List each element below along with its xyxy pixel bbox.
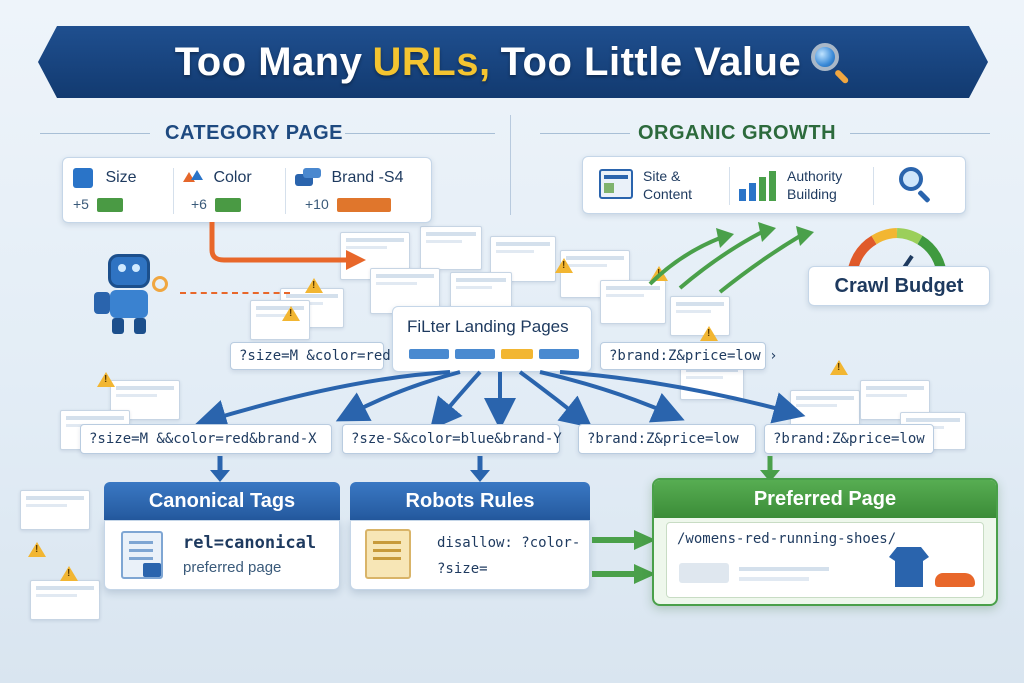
filter-chip [455,349,495,359]
preview-block [679,563,729,583]
divider [40,133,150,134]
filter-size-label: Size [105,169,137,186]
filter-brand-label: Brand -S4 [331,169,404,186]
title-part1: Too Many [174,39,363,84]
crawl-budget-badge: Crawl Budget [808,266,990,306]
robots-panel: disallow: ?color- ?size= [350,520,590,590]
flow-arrow [209,222,366,270]
filter-badge [97,197,124,212]
filter-brand-count: +10 [305,196,329,212]
canonical-panel: rel=canonical preferred page [104,520,340,590]
filter-chip [539,349,579,359]
filter-size-count: +5 [73,196,89,212]
page-thumbnail [30,580,100,620]
filter-brand[interactable]: Brand -S4 +10 [295,168,404,214]
filter-size[interactable]: Size +5 [73,168,137,214]
title-highlight: URLs, [372,39,491,84]
filter-chip [409,349,449,359]
page-thumbnail [250,300,310,340]
url-chip: ?brand:Z&price=low [764,424,934,454]
filter-color-label: Color [213,169,252,186]
robots-panel-header: Robots Rules [350,482,590,520]
title-part2: Too Little Value [500,39,802,84]
filter-badge [337,197,392,212]
fanout-arrows [194,370,806,431]
green-arrows [592,530,656,584]
divider [540,133,630,134]
document-icon [121,531,163,579]
filter-color-count: +6 [191,196,207,212]
separator [285,168,286,214]
tshirt-icon [889,547,929,587]
filter-chip [501,349,533,359]
growth-arrows [648,222,814,294]
preferred-page-preview: /womens-red-running-shoes/ [666,522,984,598]
down-arrows [210,456,780,482]
page-thumbnail [600,280,666,324]
shoe-icon [935,573,975,587]
robots-rule-line2: ?size= [437,561,488,577]
crawl-path [180,292,290,294]
filter-landing-title: FiLter Landing Pages [407,317,569,336]
canonical-panel-header: Canonical Tags [104,482,340,520]
page-thumbnail [20,490,90,530]
warning-icon [282,306,300,321]
preview-line [739,567,829,571]
page-thumbnail [420,226,482,270]
robots-rule-line1: disallow: ?color- [437,535,581,551]
url-chip: ?brand:Z&price=low [578,424,756,454]
crawler-bot-icon [90,250,170,340]
warning-icon [305,278,323,293]
url-chip: ?size=M &color=red [230,342,391,370]
separator [729,167,730,205]
site-content-label: Site & Content [643,168,693,202]
category-filters-card: Size +5 Color +6 Brand -S4 +10 [62,157,432,223]
arrows-icon [181,168,203,188]
category-page-heading: CATEGORY PAGE [165,122,344,144]
filter-color[interactable]: Color +6 [181,168,252,214]
divider [850,133,990,134]
robots-file-icon [365,529,411,579]
preview-line [739,577,809,581]
organic-growth-card: Site & Content Authority Building [582,156,966,214]
filter-landing-card: FiLter Landing Pages [392,306,592,372]
shirt-icon [73,168,93,188]
page-thumbnail [860,380,930,420]
section-divider [510,115,511,215]
url-chip: ?sze-S&color=blue&brand-Y [342,424,562,454]
growth-chart-icon [739,169,779,201]
warning-icon [700,326,718,341]
magnifier-icon [809,41,851,85]
divider [345,133,495,134]
canonical-code: rel=canonical [183,533,317,553]
warning-icon [60,566,78,581]
separator [873,167,874,205]
preferred-panel-header: Preferred Page [654,480,996,518]
site-content-icon [599,169,633,199]
canonical-desc: preferred page [183,559,282,576]
preferred-url: /womens-red-running-shoes/ [677,531,897,547]
url-chip: ?brand:Z&price=low › [600,342,778,370]
authority-label: Authority Building [787,168,843,202]
warning-icon [28,542,46,557]
tags-icon [295,168,321,188]
warning-icon [555,258,573,273]
organic-growth-heading: ORGANIC GROWTH [638,122,837,144]
search-icon [899,167,935,204]
filter-badge [215,197,242,212]
warning-icon [97,372,115,387]
page-title: Too Many URLs, Too Little Value [38,26,988,98]
url-chip: ?size=M &&color=red&brand-X [80,424,332,454]
warning-icon [830,360,848,375]
separator [173,168,174,214]
